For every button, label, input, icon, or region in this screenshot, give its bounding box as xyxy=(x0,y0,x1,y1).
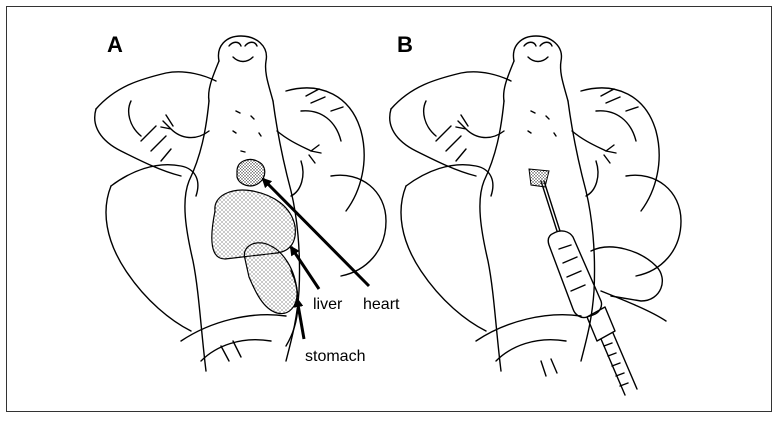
stomach-label: stomach xyxy=(305,348,366,365)
panel-a-hand-left xyxy=(95,71,217,110)
heart-organ xyxy=(236,158,266,187)
illustration xyxy=(94,35,682,396)
figure-frame: A B liver heart stomach xyxy=(6,6,772,412)
panel-a-mouse-head xyxy=(217,35,274,102)
stomach-organ xyxy=(243,242,298,315)
heart-arrow xyxy=(261,177,371,288)
liver-arrow xyxy=(289,245,321,290)
panel-b-mouse-head xyxy=(512,35,569,102)
panel-a-label: A xyxy=(107,32,123,57)
panel-b-injection-site xyxy=(528,168,550,188)
stomach-arrow xyxy=(293,297,306,340)
panel-b-label: B xyxy=(397,32,413,57)
panel-b-hand-right xyxy=(580,87,660,212)
panel-b-drawing xyxy=(389,35,682,396)
syringe-hub xyxy=(586,306,616,342)
panel-a-arrows xyxy=(261,177,371,340)
panel-a-organs xyxy=(211,158,298,315)
liver-label: liver xyxy=(313,296,343,313)
needle xyxy=(540,180,558,232)
heart-label: heart xyxy=(363,296,400,313)
panel-a-hand-right xyxy=(285,87,365,212)
panel-b-hand-left xyxy=(390,71,512,110)
liver-organ xyxy=(211,189,296,260)
